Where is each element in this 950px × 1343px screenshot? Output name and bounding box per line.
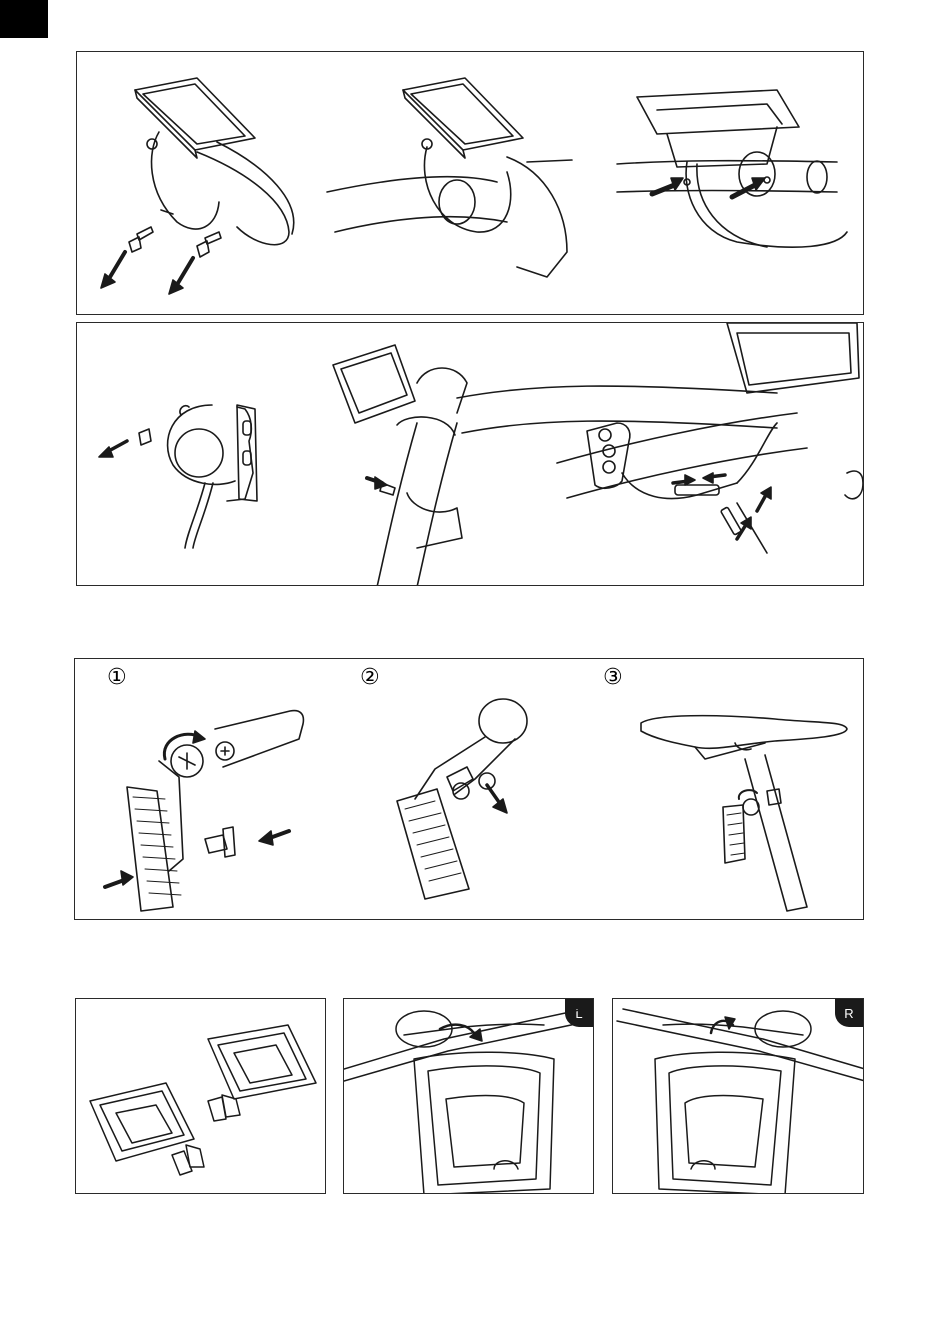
control-unit-clamp-illustration: [99, 405, 257, 548]
page-corner-tab: [0, 0, 48, 38]
display-cable-connection-illustration: [617, 90, 847, 247]
display-clamp-screw-illustration: [333, 345, 777, 586]
pedals-pair-panel: [75, 998, 326, 1194]
pedal-right: [208, 1025, 316, 1121]
reflector-step-1-illustration: [105, 711, 303, 911]
left-pedal-panel: L: [343, 998, 594, 1194]
screw-1: [129, 227, 153, 252]
right-pedal-panel: R: [612, 998, 864, 1194]
control-cable-connection-illustration: [557, 323, 863, 553]
screw-2: [197, 232, 221, 257]
pedal-left: [90, 1083, 204, 1175]
display-on-handlebar-illustration: [327, 78, 572, 277]
reflector-step-3-illustration: [641, 716, 847, 911]
reflector-step-2-illustration: [397, 699, 527, 899]
reflector-steps-panel: ① ② ③: [74, 658, 864, 920]
display-mount-panel: [76, 51, 864, 315]
remove-clamp-screws-illustration: [101, 78, 294, 294]
control-mount-panel: [76, 322, 864, 586]
